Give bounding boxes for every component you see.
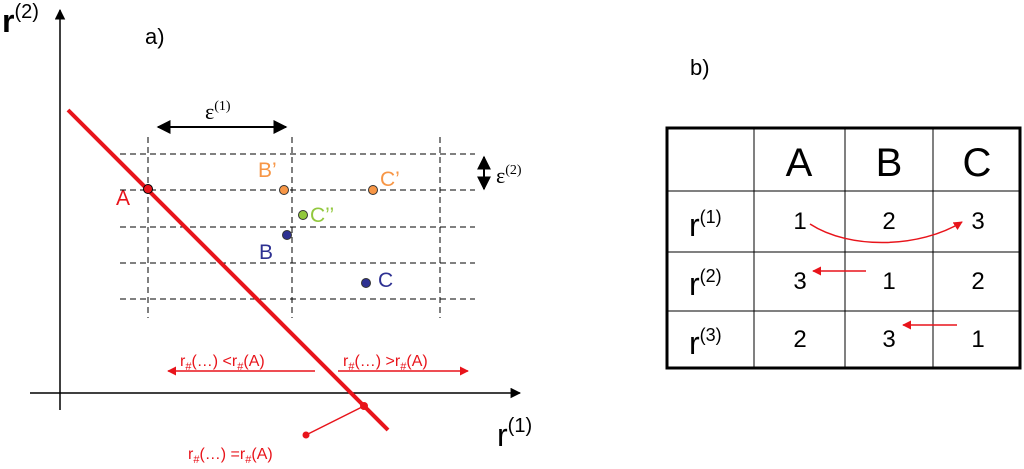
- table-cell: 1: [793, 208, 806, 235]
- table-cell: 2: [882, 208, 895, 235]
- annotation-equal: r#(…) =r#(A): [188, 446, 273, 466]
- point-a-label: A: [116, 187, 130, 210]
- point-c-double-prime-label: C’’: [310, 204, 334, 227]
- epsilon1-label: ε(1): [205, 99, 231, 124]
- panel-a-label: a): [145, 24, 165, 49]
- rank-table: A B C r(1) r(2) r(3) 1 2 3 3 1 2 2 3 1: [665, 126, 1022, 370]
- table-header-b: B: [876, 141, 903, 185]
- table-cell: 3: [971, 208, 984, 235]
- table-cell: 2: [793, 326, 806, 353]
- table-header-a: A: [786, 141, 813, 185]
- shift-arrow-row1: [809, 221, 963, 244]
- rank-annotations: r#(…) <r#(A) r#(…) >r#(A) r#(…) =r#(A): [167, 353, 469, 466]
- x-axis-label: r(1): [497, 415, 532, 453]
- point-c-double-prime: [298, 210, 308, 220]
- panel-b: b) A B C r(1) r(2) r(3) 1 2 3 3 1 2: [665, 55, 1022, 370]
- table-row-label-r2: r(2): [689, 266, 722, 302]
- point-a: [143, 184, 153, 194]
- point-c-label: C: [378, 269, 393, 292]
- epsilon2-label: ε(2): [496, 163, 522, 188]
- table-cell: 1: [882, 268, 895, 295]
- panel-b-label: b): [690, 55, 710, 80]
- table-border: [665, 126, 1022, 370]
- table-cell: 2: [971, 268, 984, 295]
- leader-line: [305, 405, 365, 436]
- annotation-greater: r#(…) >r#(A): [343, 353, 428, 373]
- data-points: A B’ C’ C’’ B C: [116, 159, 400, 292]
- table-cell: 3: [793, 268, 806, 295]
- point-b-label: B: [259, 241, 273, 264]
- point-b-prime-label: B’: [258, 159, 277, 182]
- epsilon-grid: [120, 137, 475, 318]
- point-b: [282, 230, 292, 240]
- annotation-less: r#(…) <r#(A): [180, 353, 265, 373]
- point-c: [361, 278, 371, 288]
- reference-line: [66, 108, 390, 432]
- leader-dot: [302, 431, 310, 439]
- point-b-prime: [279, 185, 289, 195]
- point-c-prime: [368, 185, 378, 195]
- table-cell: 1: [971, 326, 984, 353]
- panel-a: a) r(2) r(1) ε(1) ε(2) A B’: [2, 1, 532, 466]
- table-cell: 3: [882, 326, 895, 353]
- table-header-c: C: [963, 141, 992, 185]
- table-row-label-r1: r(1): [689, 207, 722, 243]
- table-row-label-r3: r(3): [689, 325, 722, 361]
- point-c-prime-label: C’: [380, 168, 400, 191]
- y-axis-label: r(2): [2, 1, 39, 39]
